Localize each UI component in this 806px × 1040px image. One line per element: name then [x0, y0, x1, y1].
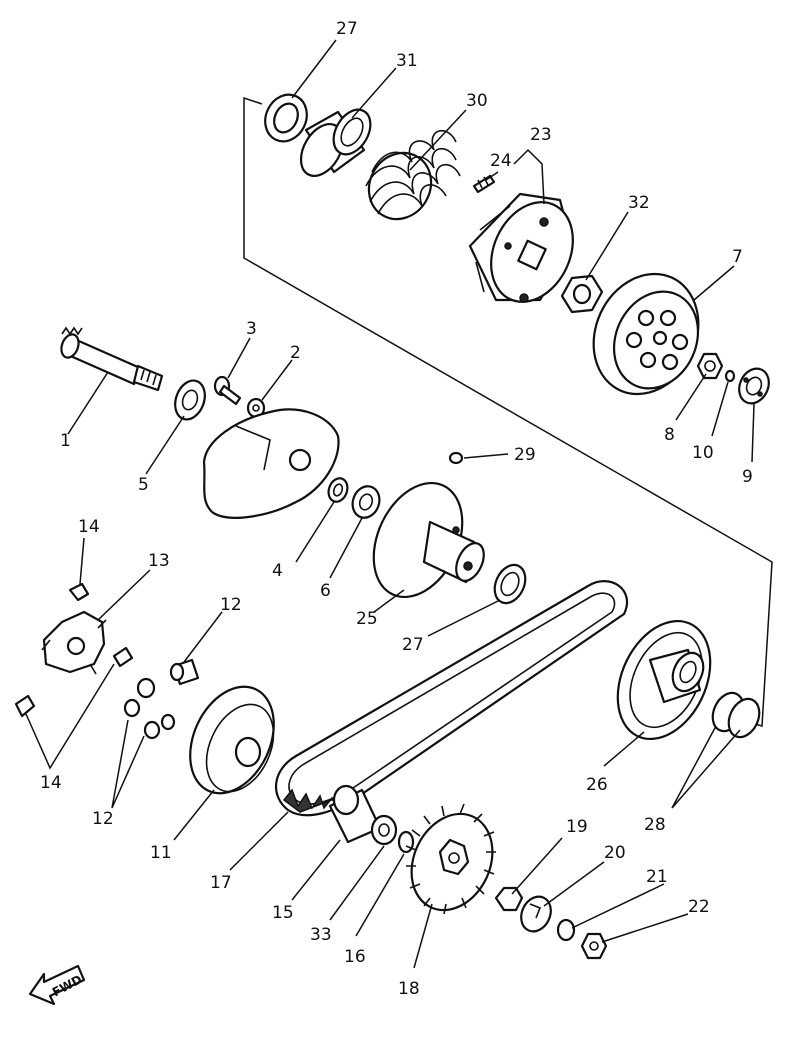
callout-5: 5	[138, 475, 149, 495]
part-15-sleeve	[328, 784, 382, 844]
callout-8: 8	[664, 425, 675, 445]
callout-26: 26	[586, 775, 608, 795]
callout-13: 13	[148, 551, 170, 571]
part-23-clutch-carrier	[468, 192, 574, 303]
callout-14-top: 14	[78, 517, 100, 537]
callout-labels: 27 31 30 23 24 32 7 3 2 8 1 29 10 9 5 14…	[40, 19, 753, 999]
callout-12-bottom: 12	[92, 809, 114, 829]
callout-22: 22	[688, 897, 710, 917]
part-4-seal	[327, 477, 349, 503]
callout-3: 3	[246, 319, 257, 339]
part-10-washer	[724, 369, 736, 383]
callout-17: 17	[210, 873, 232, 893]
part-27-lower-seal	[493, 563, 527, 605]
part-14-slider-left	[14, 694, 36, 718]
callout-15: 15	[272, 903, 294, 923]
callout-1: 1	[60, 431, 71, 451]
part-24-spring-pin	[472, 174, 496, 194]
callout-6: 6	[320, 581, 331, 601]
callout-21: 21	[646, 867, 668, 887]
part-32-hex-nut	[560, 274, 604, 314]
part-14-slider-right	[112, 646, 134, 668]
callout-27-lower: 27	[402, 635, 424, 655]
callout-28: 28	[644, 815, 666, 835]
part-29-pin	[448, 451, 464, 465]
part-1-primary-shaft	[60, 326, 164, 392]
part-20-washer	[520, 895, 552, 933]
part-12-weight-a	[169, 658, 200, 686]
callout-4: 4	[272, 561, 283, 581]
callout-24: 24	[490, 151, 512, 171]
part-16-washer	[397, 830, 415, 854]
callout-25: 25	[356, 609, 378, 629]
callout-9: 9	[742, 467, 753, 487]
part-17-v-belt	[274, 580, 629, 817]
callout-7: 7	[732, 247, 743, 267]
callout-14-bottom: 14	[40, 773, 62, 793]
callout-19: 19	[566, 817, 588, 837]
part-22-nut	[580, 932, 608, 960]
part-3-bolt	[213, 375, 242, 406]
part-6-collar	[351, 485, 381, 519]
bearing-cover-plate	[202, 408, 340, 519]
part-5-bearing	[174, 379, 206, 421]
part-12-weight-b	[136, 677, 156, 699]
part-27-oil-seal	[264, 93, 308, 143]
callout-16: 16	[344, 947, 366, 967]
callout-23: 23	[530, 125, 552, 145]
callout-31: 31	[396, 51, 418, 71]
part-19-lock-plate	[494, 886, 524, 912]
part-12-weight-d	[143, 713, 176, 740]
part-18-cooling-fan	[405, 803, 496, 915]
callout-29: 29	[514, 445, 536, 465]
callout-20: 20	[604, 843, 626, 863]
callout-27-top: 27	[336, 19, 358, 39]
callout-32: 32	[628, 193, 650, 213]
part-13-cam-plate	[41, 610, 107, 675]
part-31-collar	[299, 108, 372, 177]
part-9-bearing	[738, 367, 770, 405]
callout-33: 33	[310, 925, 332, 945]
callout-10: 10	[692, 443, 714, 463]
part-7-clutch-housing	[592, 272, 700, 396]
part-21-spring-washer	[556, 918, 576, 942]
part-30-clutch-spring	[365, 129, 461, 221]
callout-12-top: 12	[220, 595, 242, 615]
part-33-washer	[370, 814, 398, 846]
part-12-weight-c	[123, 698, 141, 718]
callout-2: 2	[290, 343, 301, 363]
part-11-primary-sheave	[189, 685, 275, 795]
assembly-bracket	[243, 96, 773, 727]
callout-30: 30	[466, 91, 488, 111]
fwd-arrow-icon: FWD	[28, 964, 86, 1006]
part-25-secondary-sheave	[372, 481, 485, 599]
callout-18: 18	[398, 979, 420, 999]
callout-11: 11	[150, 843, 172, 863]
part-8-nut	[696, 352, 724, 380]
part-26-secondary-sheave	[616, 619, 712, 741]
leader-lines	[25, 39, 755, 969]
part-14-slider-upper	[68, 582, 90, 602]
